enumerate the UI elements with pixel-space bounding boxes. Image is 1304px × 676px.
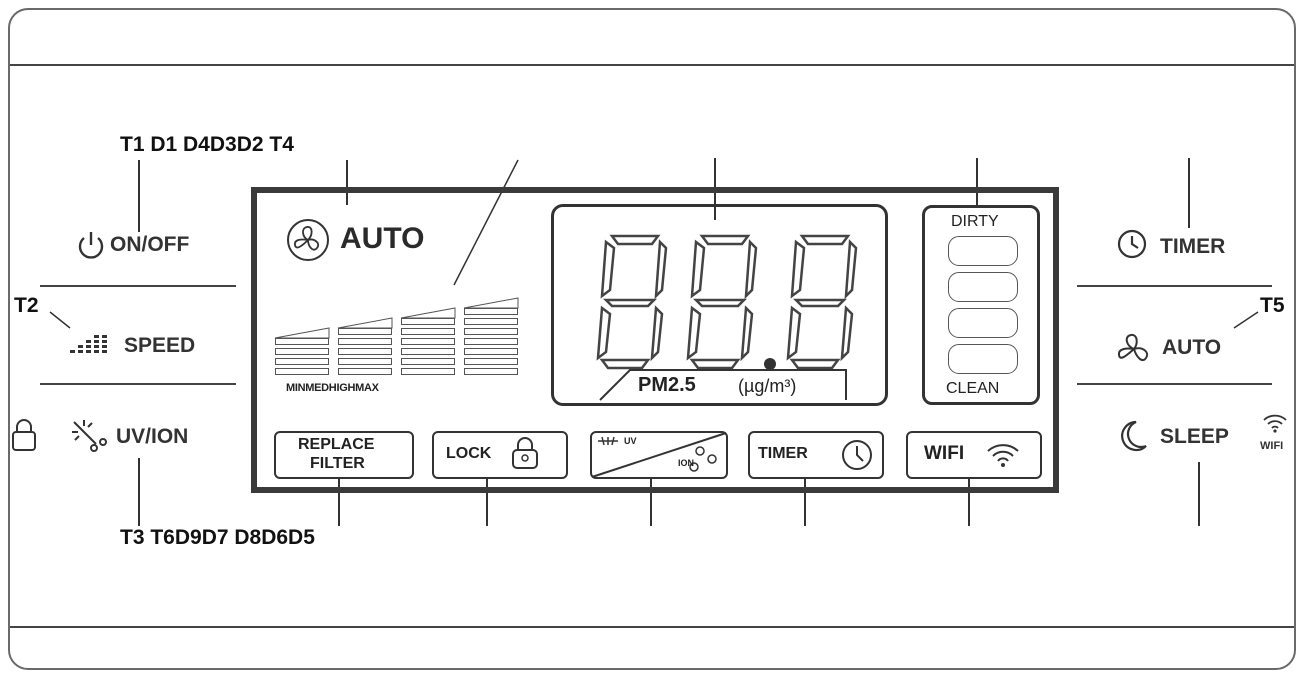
uvion-button[interactable]: UV/ION [116,425,189,448]
leader-line-timer [1188,158,1190,228]
fan-icon [1117,333,1148,362]
t5-label: T5 [1260,294,1285,317]
left-separator-2 [40,383,236,385]
wifi-indicator-label: WIFI [924,443,965,464]
speed-bar-segment [338,338,392,345]
speed-bar-segment [401,348,455,355]
speed-bar-segment [464,338,518,345]
speed-bar-segment [401,328,455,335]
replace-label: REPLACE [298,436,375,453]
pm-reading-box [551,204,888,406]
fan-mode-icon [287,219,329,261]
lcd-display [251,187,1059,493]
speed-bar-segment [275,348,329,355]
timer-indicator-icon [842,440,872,470]
speed-level-labels: MINMEDHIGHMAX [286,382,379,394]
auto-button[interactable]: AUTO [1162,336,1222,359]
uv-ion-icon [72,420,107,452]
sleep-button[interactable]: SLEEP [1160,425,1229,448]
speed-bar-segment [464,328,518,335]
lock-indicator [432,431,568,479]
display-auto-label: AUTO [340,222,425,255]
speed-bar-segment [338,368,392,375]
lock-indicator-icon [512,437,538,469]
speed-bar-segment [464,318,518,325]
ion-label: ION [678,458,695,468]
timer-indicator [748,431,884,479]
leader-line-timer-ind [804,478,806,526]
onoff-button[interactable]: ON/OFF [110,233,190,256]
speed-bars-icon [70,335,107,353]
moon-icon [1121,420,1147,452]
pm-unit-tab [599,369,847,401]
filter-level-cell [948,344,1018,374]
leader-line-uv [650,478,652,526]
speed-bar-segment [275,368,329,375]
speed-bar-segment [401,358,455,365]
speed-bar-segment [338,358,392,365]
speed-bar-segment [401,368,455,375]
wifi-indicator [906,431,1042,479]
filter-level-cell [948,308,1018,338]
speed-bar-segment [464,368,518,375]
speed-bar-cap [274,327,330,339]
seven-segment-digits [596,234,858,370]
panel-frame [8,8,1296,670]
leader-line-onoff [138,160,140,232]
bottom-divider [10,626,1294,628]
speed-button[interactable]: SPEED [124,334,196,357]
leader-line-dirty [976,158,978,208]
speed-bar-cap [463,297,519,309]
speed-bar-cap [337,317,393,329]
lock-label: LOCK [446,445,492,462]
replace-filter-indicator [274,431,414,479]
speed-bar-segment [401,338,455,345]
bottom-reference-label: T3 T6D9D7 D8D6D5 [120,526,315,549]
leader-line-wifi [968,478,970,526]
leader-line-uvion [138,458,140,526]
leader-line-sleep [1198,462,1200,526]
leader-line-lock [486,478,488,526]
left-separator-1 [40,285,236,287]
pm-units-label: (µg/m³) [738,376,797,396]
speed-bar-segment [464,348,518,355]
timer-button[interactable]: TIMER [1160,235,1226,258]
uv-label: UV [624,436,637,446]
timer-indicator-label: TIMER [758,445,808,462]
leader-line-auto [346,160,348,205]
wifi-icon [1263,414,1287,433]
filter-label: FILTER [310,455,365,472]
leader-line-replace [338,478,340,526]
speed-bar-segment [338,348,392,355]
filter-level-cell [948,236,1018,266]
clean-label: CLEAN [946,380,1000,397]
t2-label: T2 [14,294,39,317]
wifi-small-label: WIFI [1260,440,1284,452]
wifi-indicator-icon [987,444,1019,467]
pm25-label: PM2.5 [638,374,696,396]
filter-level-cell [948,272,1018,302]
filter-status-box [922,205,1040,405]
power-icon [78,232,104,259]
lock-icon [12,419,36,451]
top-divider [10,64,1294,66]
clock-icon [1117,229,1147,259]
right-separator-2 [1077,383,1272,385]
speed-bar-segment [275,358,329,365]
right-separator-1 [1077,285,1272,287]
speed-bar-cap [400,307,456,319]
speed-bar-segment [464,358,518,365]
top-reference-label: T1 D1 D4D3D2 T4 [120,133,294,156]
uv-ion-divider [591,432,727,478]
dirty-label: DIRTY [951,213,999,230]
